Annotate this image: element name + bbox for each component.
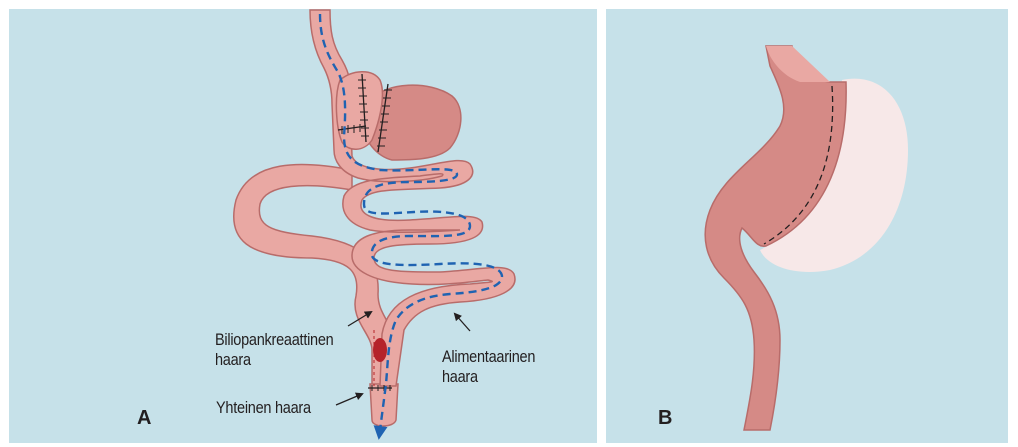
panel-letter-b: B xyxy=(658,407,672,430)
label-alimentary-line-2: haara xyxy=(442,367,535,387)
food-bolus xyxy=(373,338,387,362)
label-biliopancreatic-limb: Biliopankreaattinen haara xyxy=(215,330,333,370)
label-biliopancreatic-line-1: Biliopankreaattinen xyxy=(215,330,333,350)
panel-b xyxy=(606,9,1008,443)
label-alimentary-limb: Alimentaarinen haara xyxy=(442,347,535,387)
label-common-limb: Yhteinen haara xyxy=(216,398,311,418)
label-alimentary-line-1: Alimentaarinen xyxy=(442,347,535,367)
panel-letter-a: A xyxy=(137,407,151,430)
label-biliopancreatic-line-2: haara xyxy=(215,350,333,370)
